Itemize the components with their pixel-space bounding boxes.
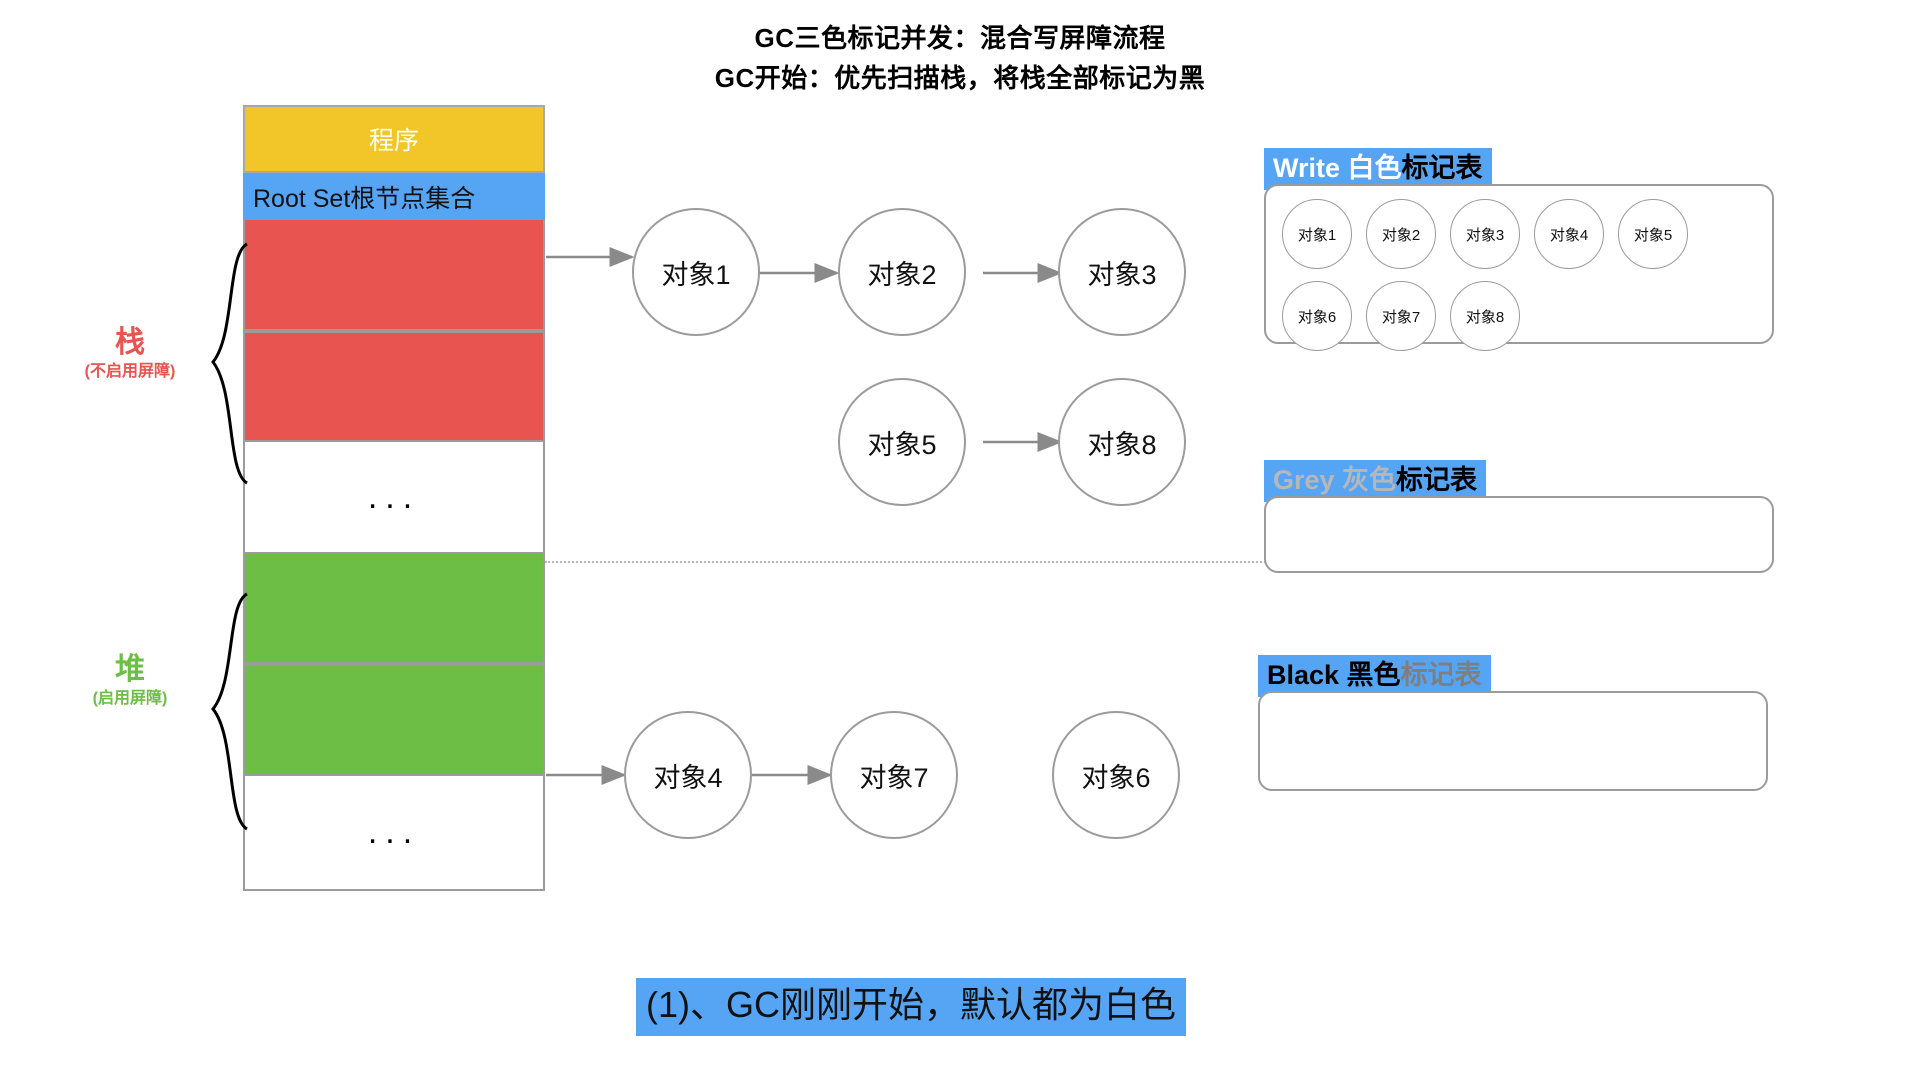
chip-obj2[interactable]: 对象2 bbox=[1366, 199, 1436, 269]
stack-brace-icon bbox=[211, 242, 248, 485]
white-mark-table-body: 对象1 对象2 对象3 对象4 对象5 对象6 对象7 对象8 bbox=[1264, 184, 1774, 351]
heap-label-note: (启用屏障) bbox=[92, 690, 168, 707]
chip-obj7[interactable]: 对象7 bbox=[1366, 281, 1436, 351]
chip-obj3[interactable]: 对象3 bbox=[1450, 199, 1520, 269]
memory-column: 程序 Root Set根节点集合 ... ... bbox=[243, 105, 545, 891]
node-obj8[interactable]: 对象8 bbox=[1058, 378, 1186, 506]
node-obj7[interactable]: 对象7 bbox=[830, 711, 958, 839]
chip-obj5[interactable]: 对象5 bbox=[1618, 199, 1688, 269]
white-mark-table: Write 白色标记表 对象1 对象2 对象3 对象4 对象5 对象6 对象7 … bbox=[1264, 148, 1774, 351]
stack-label: 栈 (不启用屏障) bbox=[55, 325, 205, 383]
grey-header-cn: 标记表 bbox=[1396, 465, 1478, 495]
chip-obj8[interactable]: 对象8 bbox=[1450, 281, 1520, 351]
program-block: 程序 bbox=[243, 105, 545, 173]
white-header-cn: 标记表 bbox=[1401, 153, 1483, 183]
node-obj2[interactable]: 对象2 bbox=[838, 208, 966, 336]
node-obj3[interactable]: 对象3 bbox=[1058, 208, 1186, 336]
root-set-block: Root Set根节点集合 bbox=[243, 173, 545, 220]
chip-obj1[interactable]: 对象1 bbox=[1282, 199, 1352, 269]
node-obj4[interactable]: 对象4 bbox=[624, 711, 752, 839]
node-obj1[interactable]: 对象1 bbox=[632, 208, 760, 336]
heap-block-2 bbox=[243, 664, 545, 776]
title-line-1: GC三色标记并发：混合写屏障流程 bbox=[754, 23, 1166, 53]
heap-label: 堆 (启用屏障) bbox=[55, 652, 205, 710]
white-header-en: Write 白色 bbox=[1273, 153, 1402, 183]
stack-label-name: 栈 bbox=[115, 326, 145, 359]
chip-obj4[interactable]: 对象4 bbox=[1534, 199, 1604, 269]
stack-frame-2 bbox=[243, 331, 545, 442]
black-mark-table: Black 黑色标记表 bbox=[1258, 655, 1768, 791]
grey-mark-table: Grey 灰色标记表 bbox=[1264, 460, 1774, 573]
stack-ellipsis: ... bbox=[243, 442, 545, 552]
white-chip-row-1: 对象1 对象2 对象3 对象4 对象5 bbox=[1266, 199, 1772, 269]
white-mark-table-header: Write 白色标记表 bbox=[1264, 148, 1492, 190]
node-obj5[interactable]: 对象5 bbox=[838, 378, 966, 506]
grey-mark-table-header: Grey 灰色标记表 bbox=[1264, 460, 1487, 502]
dotted-connector bbox=[545, 561, 1285, 565]
heap-block-1 bbox=[243, 552, 545, 664]
white-chip-row-2: 对象6 对象7 对象8 bbox=[1266, 281, 1772, 351]
black-header-en: Black 黑色 bbox=[1267, 660, 1401, 690]
step-caption: (1)、GC刚刚开始，默认都为白色 bbox=[636, 978, 1186, 1036]
node-obj6[interactable]: 对象6 bbox=[1052, 711, 1180, 839]
stack-label-note: (不启用屏障) bbox=[84, 363, 176, 380]
chip-obj6[interactable]: 对象6 bbox=[1282, 281, 1352, 351]
heap-label-name: 堆 bbox=[115, 653, 145, 686]
stack-frame-1 bbox=[243, 220, 545, 331]
grey-header-en: Grey 灰色 bbox=[1273, 465, 1397, 495]
grey-mark-table-body bbox=[1264, 496, 1774, 573]
black-mark-table-body bbox=[1258, 691, 1768, 791]
title-line-2: GC开始：优先扫描栈，将栈全部标记为黑 bbox=[714, 63, 1206, 93]
black-header-cn: 标记表 bbox=[1400, 660, 1482, 690]
heap-ellipsis: ... bbox=[243, 776, 545, 891]
diagram-title: GC三色标记并发：混合写屏障流程 GC开始：优先扫描栈，将栈全部标记为黑 bbox=[0, 18, 1920, 98]
black-mark-table-header: Black 黑色标记表 bbox=[1258, 655, 1491, 697]
heap-brace-icon bbox=[211, 592, 248, 831]
